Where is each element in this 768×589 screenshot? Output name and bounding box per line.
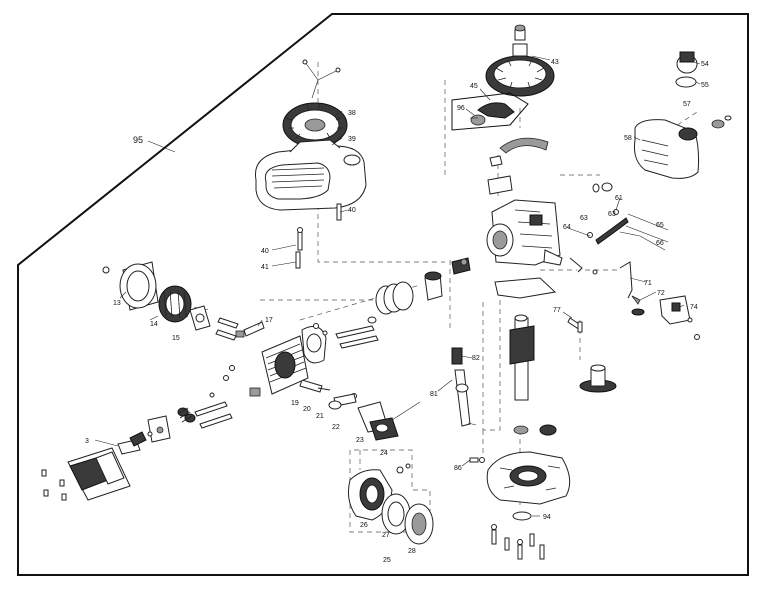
label-86: 86 xyxy=(454,465,462,472)
bracket-parts xyxy=(487,155,513,195)
valve-parts xyxy=(177,365,261,429)
label-leader-lines xyxy=(94,55,701,517)
label-43: 43 xyxy=(551,59,559,66)
label-81: 81 xyxy=(430,391,438,398)
spring-part-77 xyxy=(567,317,583,333)
washer-bolts-part-94 xyxy=(491,511,545,560)
crankshaft-part xyxy=(509,314,535,435)
rod-parts xyxy=(335,316,379,349)
label-20: 20 xyxy=(303,406,311,413)
label-63-lower: 63 xyxy=(580,215,588,222)
label-45: 45 xyxy=(470,83,478,90)
spark-plug-part-17 xyxy=(235,321,265,338)
valve-cover-part xyxy=(41,447,131,501)
label-41: 41 xyxy=(261,264,269,271)
fuel-tank-part-58 xyxy=(634,51,732,179)
label-95: 95 xyxy=(133,135,143,145)
label-74: 74 xyxy=(690,304,698,311)
piston-rings xyxy=(375,281,414,315)
carburetor-parts-22-24 xyxy=(333,393,421,441)
crankcase-cover-part xyxy=(486,424,571,505)
label-77: 77 xyxy=(553,307,561,314)
label-22: 22 xyxy=(332,424,340,431)
rocker-arm-parts-3 xyxy=(117,415,171,455)
fuel-line-parts-61-66 xyxy=(569,182,666,275)
label-26: 26 xyxy=(360,522,368,529)
air-baffle-part xyxy=(499,137,549,154)
pulley-parts-25-28 xyxy=(348,463,434,545)
cylinder-block-part xyxy=(261,323,328,395)
label-39: 39 xyxy=(348,136,356,143)
gasket-outline xyxy=(494,277,557,299)
label-94: 94 xyxy=(543,514,551,521)
bolt-part-86 xyxy=(469,457,485,463)
label-54: 54 xyxy=(701,61,709,68)
label-58: 58 xyxy=(624,135,632,142)
leader-95 xyxy=(147,140,176,153)
label-40-lower: 40 xyxy=(261,248,269,255)
label-71: 71 xyxy=(644,280,652,287)
label-3: 3 xyxy=(85,438,89,445)
ignition-coil-part-45-96 xyxy=(451,92,529,131)
label-19: 19 xyxy=(291,400,299,407)
flywheel-part-43 xyxy=(485,24,555,97)
label-27: 27 xyxy=(382,532,390,539)
label-57: 57 xyxy=(683,101,691,108)
label-23: 23 xyxy=(356,437,364,444)
connecting-rod-parts-81-82 xyxy=(451,347,471,427)
crankcase-block xyxy=(486,199,563,266)
cam-gear-part xyxy=(579,364,617,393)
label-40-upper: 40 xyxy=(348,207,356,214)
label-66: 66 xyxy=(656,240,664,247)
label-38: 38 xyxy=(348,110,356,117)
label-28: 28 xyxy=(408,548,416,555)
label-55: 55 xyxy=(701,82,709,89)
label-24: 24 xyxy=(380,450,388,457)
label-82: 82 xyxy=(472,355,480,362)
label-65: 65 xyxy=(656,222,664,229)
label-63-upper: 63 xyxy=(608,211,616,218)
label-25: 25 xyxy=(383,557,391,564)
bolts-40-41 xyxy=(295,203,342,269)
piston-part xyxy=(424,257,471,301)
label-15: 15 xyxy=(172,335,180,342)
recoil-starter-part-38 xyxy=(282,59,348,148)
engine-cover-part-39 xyxy=(254,139,367,211)
label-72: 72 xyxy=(657,290,665,297)
label-17: 17 xyxy=(265,317,273,324)
air-filter-parts-13-15 xyxy=(102,261,239,341)
label-96: 96 xyxy=(457,105,465,112)
kit-boundary-frame xyxy=(17,13,749,576)
gasket-parts-19-21 xyxy=(299,379,342,410)
label-61: 61 xyxy=(615,195,623,202)
label-21: 21 xyxy=(316,413,324,420)
throttle-bracket-parts-71-74 xyxy=(619,261,700,340)
label-64: 64 xyxy=(563,224,571,231)
label-13: 13 xyxy=(113,300,121,307)
part-number-labels: 3 13 14 15 17 19 20 21 22 23 24 25 26 27… xyxy=(85,59,709,564)
label-14: 14 xyxy=(150,321,158,328)
assembly-guide-lines xyxy=(149,62,701,533)
